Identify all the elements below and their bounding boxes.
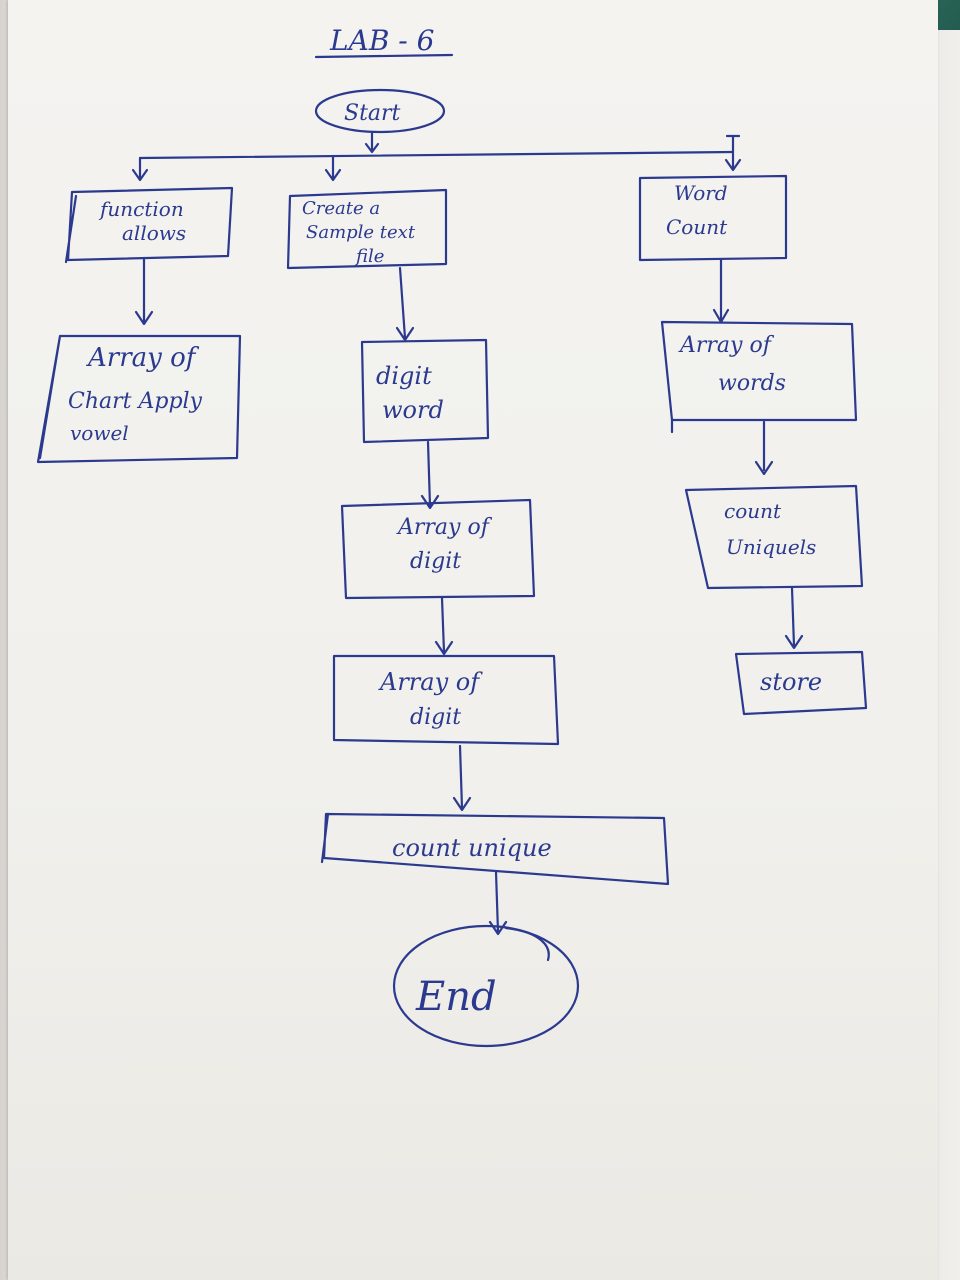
end-label: End: [415, 974, 497, 1020]
arrow-to-end: [488, 870, 508, 936]
box-digit-word: [360, 338, 490, 444]
store-label: store: [760, 668, 822, 696]
box-store: [734, 650, 868, 716]
arrow-digitword-to-digitarray: [420, 440, 440, 510]
digitword-line2: word: [382, 396, 444, 424]
countunique-label: count unique: [392, 834, 552, 862]
create-line3: file: [354, 246, 384, 267]
arrow-to-wordcount: [724, 134, 742, 172]
arrow-wordcount-to-words: [712, 258, 730, 324]
end-oval-overstroke: [504, 926, 550, 962]
box-digit-array-1: [340, 498, 536, 600]
digitarray2-line2: digit: [410, 705, 461, 730]
wordsarray-line2: words: [718, 371, 786, 396]
box-create-file: [286, 188, 448, 270]
chararray-line2: Chart Apply: [68, 389, 203, 414]
wordcount-line2: Count: [666, 215, 728, 239]
box-words-array: [660, 320, 858, 434]
digitarray1-line1: Array of: [396, 515, 493, 540]
chararray-line3: vowel: [70, 421, 129, 445]
title-underline: [314, 53, 454, 59]
digitarray1-line2: digit: [410, 549, 461, 574]
box-char-array: [36, 334, 242, 464]
end-oval: [392, 924, 580, 1048]
arrow-function-to-chararray: [134, 256, 154, 326]
arrow-create-to-digitword: [395, 266, 415, 342]
function-line2: allows: [122, 221, 186, 245]
box-digit-array-2: [332, 654, 560, 746]
create-line2: Sample text: [306, 222, 416, 243]
countuniques-line1: count: [724, 499, 782, 523]
box-function-allows: [64, 186, 234, 264]
arrow-to-create: [324, 154, 342, 182]
arrow-to-function: [131, 156, 149, 182]
start-oval: [314, 88, 446, 134]
page-title: LAB - 6: [329, 24, 434, 57]
arrow-uniques-to-store: [784, 586, 804, 650]
countuniques-line2: Uniquels: [726, 535, 816, 559]
wordcount-line1: Word: [674, 181, 728, 205]
digitarray2-line1: Array of: [378, 668, 483, 696]
arrowhead: [364, 142, 380, 154]
paper-page: [8, 0, 938, 1280]
arrow-digitarray1-to-digitarray2: [434, 596, 454, 656]
digitword-line1: digit: [376, 362, 432, 390]
branch-line: [138, 150, 735, 160]
chararray-line1: Array of: [86, 343, 200, 373]
box-count-unique: [320, 812, 670, 886]
start-label: Start: [344, 101, 401, 126]
arrow-words-to-uniques: [754, 420, 774, 476]
function-line1: function: [98, 197, 184, 221]
box-word-count: [638, 174, 788, 262]
create-line1: Create a: [302, 198, 380, 219]
arrow-digitarray2-to-countunique: [452, 744, 472, 812]
box-count-uniques: [684, 484, 864, 590]
wordsarray-line1: Array of: [678, 333, 775, 358]
